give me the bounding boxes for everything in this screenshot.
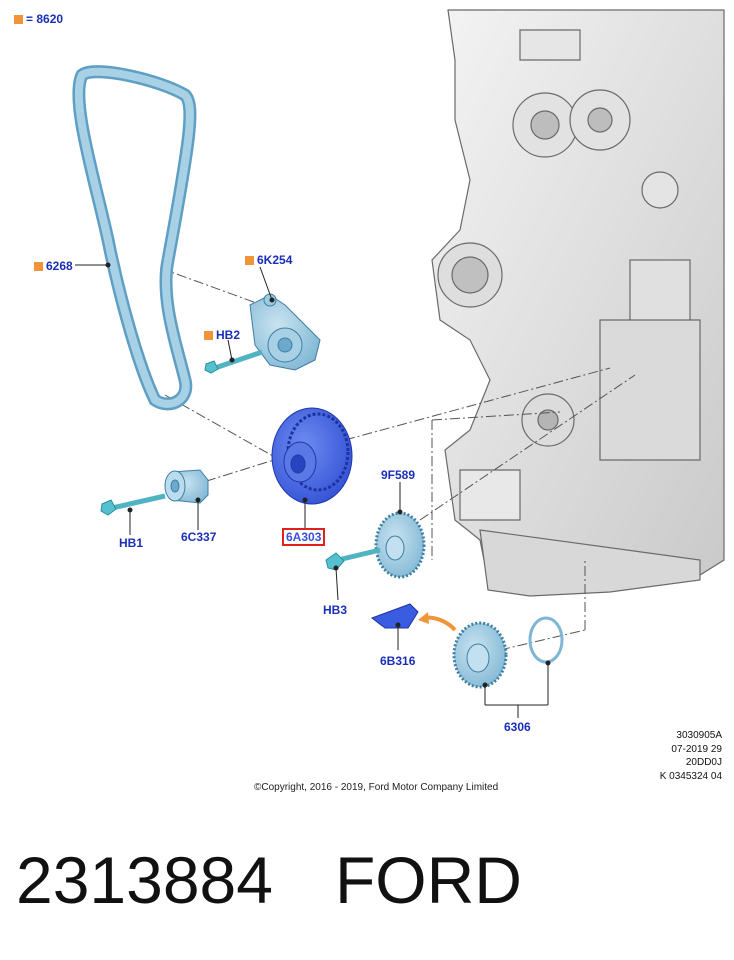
label-belt: 6268	[34, 259, 73, 273]
label-gear-9f589: 9F589	[381, 468, 416, 482]
legend-swatch	[14, 15, 23, 24]
service-marker-icon	[34, 262, 43, 271]
crank-pulley	[271, 407, 353, 505]
bolt-hb3	[325, 547, 381, 571]
meta-line: 20DD0J	[685, 757, 722, 768]
label-crank-gear: 6306	[504, 720, 531, 734]
label-bolt-hb3: HB3	[323, 603, 348, 617]
meta-line: K 0345324 04	[659, 770, 722, 782]
legend: = 8620	[14, 12, 63, 26]
crank-gear-6306	[452, 616, 564, 689]
label-spacer: 6C337	[181, 530, 217, 544]
part-number-heading: 2313884 FORD	[16, 840, 584, 920]
copyright-notice: ©Copyright, 2016 - 2019, Ford Motor Comp…	[254, 782, 499, 793]
label-belt-text: 6268	[46, 259, 73, 273]
engine-block	[431, 9, 725, 597]
service-marker-icon	[204, 331, 213, 340]
belt-tensioner	[249, 293, 321, 371]
bolt-hb2	[204, 349, 263, 374]
label-key: 6B316	[380, 654, 416, 668]
label-tensioner-text: 6K254	[257, 253, 293, 267]
spacer	[164, 469, 209, 504]
brand-name: FORD	[334, 843, 522, 917]
drive-belt	[72, 65, 197, 411]
meta-line: 07-2019 29	[671, 743, 722, 755]
drawing-metadata: 3030905A 07-2019 29 20DD0J K 0345324 04	[660, 729, 722, 783]
label-tensioner-bolt: HB2	[204, 328, 240, 342]
direction-arrow	[418, 612, 457, 632]
label-tensioner: 6K254	[245, 253, 292, 267]
label-crank-pulley-highlighted: 6A303	[282, 528, 326, 546]
service-marker-icon	[245, 256, 254, 265]
part-number: 2313884	[16, 843, 273, 917]
bolt-hb1	[100, 493, 166, 516]
legend-text: = 8620	[26, 12, 64, 26]
label-crank-pulley-text: 6A303	[282, 528, 326, 546]
label-leaders	[75, 262, 551, 718]
gear-9f589	[374, 511, 426, 579]
label-hb2-text: HB2	[216, 328, 241, 342]
assembly-lines	[119, 267, 636, 651]
key-6b316	[370, 603, 419, 629]
label-bolt-hb1: HB1	[119, 536, 144, 550]
exploded-parts-diagram	[72, 9, 725, 718]
meta-line: 3030905A	[676, 730, 722, 741]
